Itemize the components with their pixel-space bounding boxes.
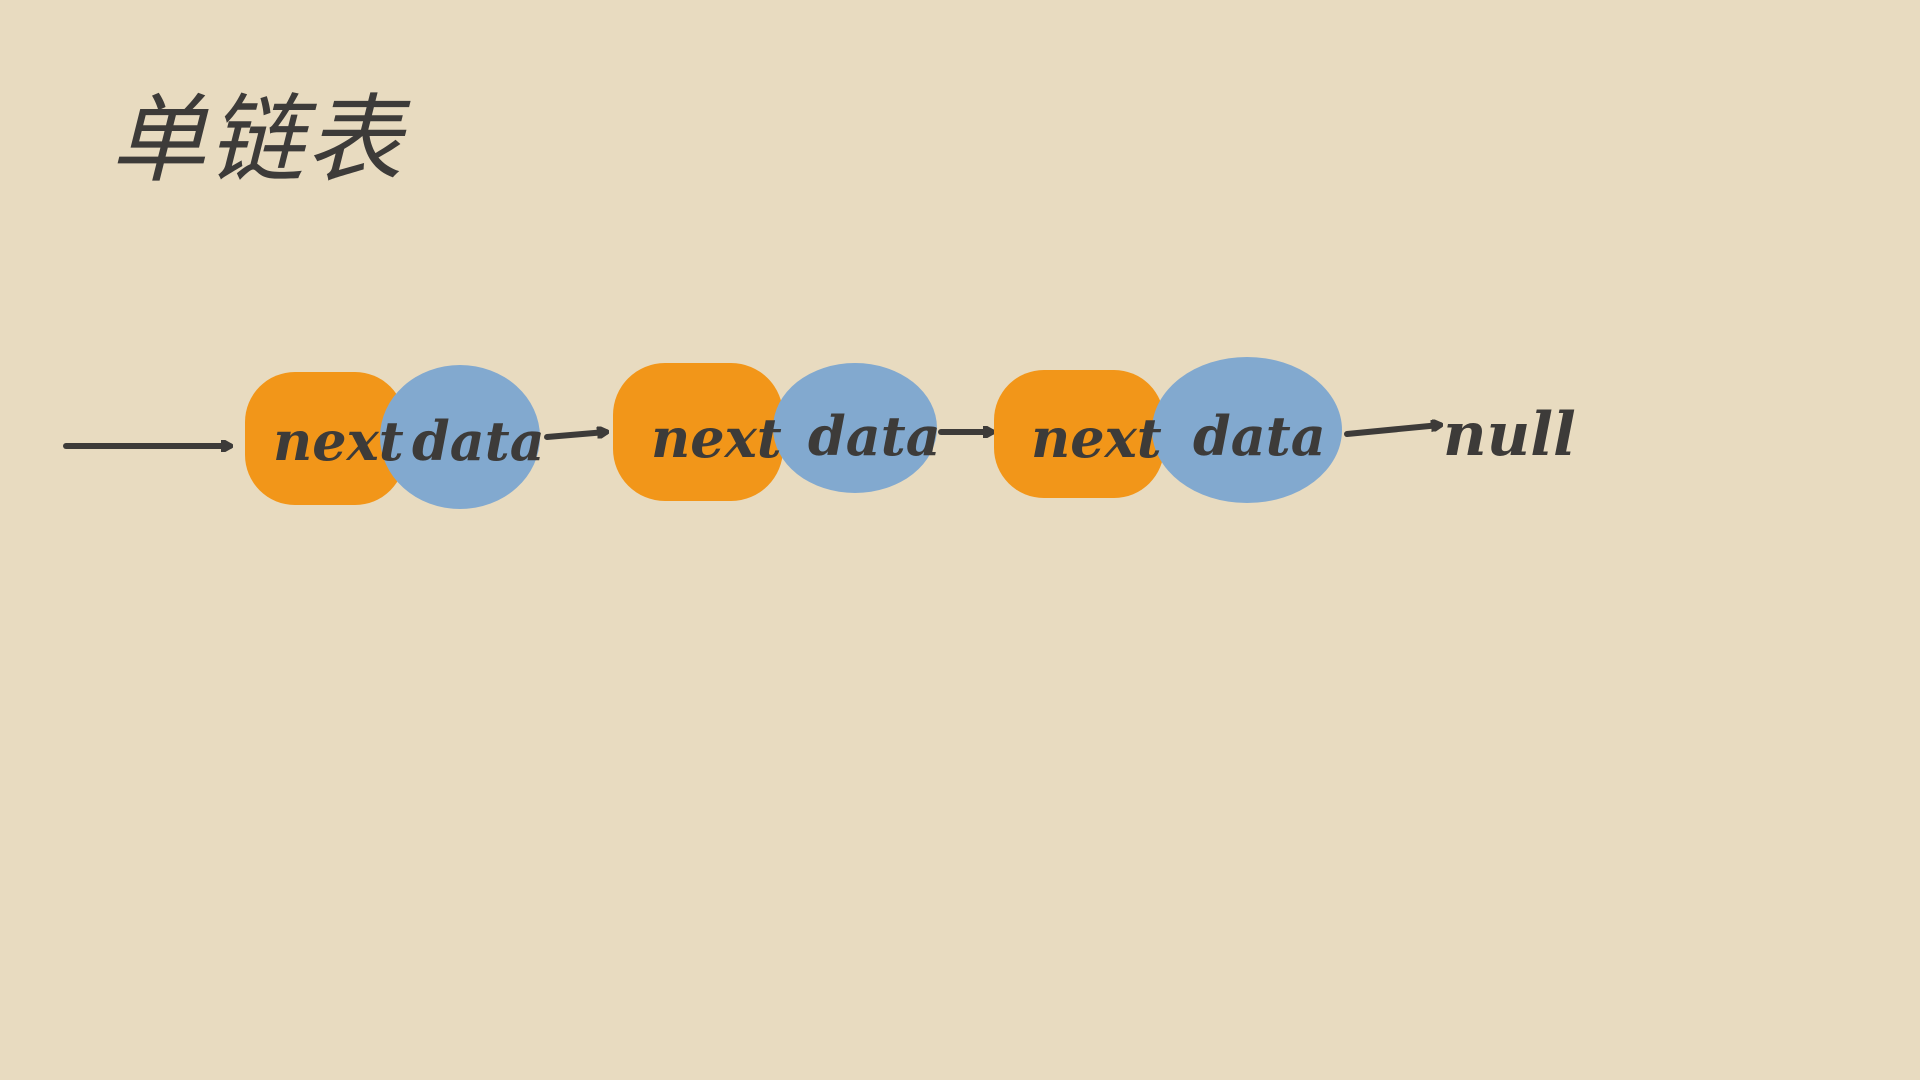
node-1-data-block [380,365,540,509]
node-2-next-block [613,363,783,501]
list-node-1: next data [245,365,545,509]
node-1-data-label: data [412,409,545,473]
node-1-next-label: next [273,409,404,473]
node-2-data-block [773,363,937,493]
list-node-2: next data [613,363,941,501]
pointer-arrow-null [1344,425,1440,437]
node-2-data-label: data [808,404,941,468]
list-node-3: next data [994,357,1342,503]
node-2-next-label: next [651,406,782,470]
node-3-next-label: next [1031,406,1162,470]
node-3-data-block [1152,357,1342,503]
pointer-arrow-1 [544,432,606,440]
node-3-data-label: data [1193,404,1326,468]
node-1-next-block [245,372,405,505]
diagram-title: 单链表 [110,84,404,196]
node-3-next-block [994,370,1164,498]
null-terminal: null [1443,400,1576,470]
